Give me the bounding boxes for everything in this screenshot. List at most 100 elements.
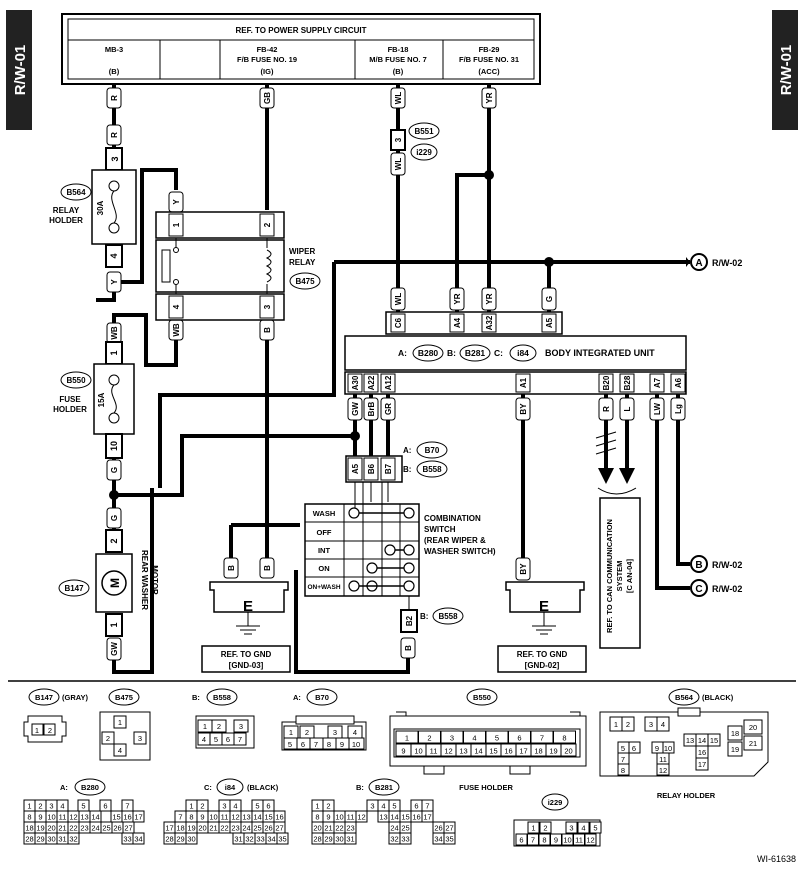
svg-text:A6: A6	[674, 377, 683, 388]
svg-text:E: E	[243, 598, 253, 615]
pin-number: 11	[430, 747, 438, 756]
svg-text:9: 9	[340, 740, 344, 749]
offpage-a: A R/W-02	[686, 253, 742, 271]
svg-text:B564: B564	[66, 188, 86, 197]
pin-number: 4	[381, 802, 385, 811]
pin-number: 1	[531, 824, 535, 833]
svg-text:B281: B281	[465, 348, 486, 358]
svg-text:7: 7	[621, 755, 625, 764]
svg-text:B550: B550	[473, 693, 491, 702]
pin-number: 1	[315, 802, 319, 811]
pin-number: 26	[434, 824, 442, 833]
svg-text:(REAR WIPER &: (REAR WIPER &	[424, 536, 486, 545]
joint-connector: 3 B551 i229	[390, 122, 440, 161]
pin-number: 6	[103, 802, 107, 811]
pin-number: 31	[58, 835, 66, 844]
svg-text:10: 10	[664, 744, 672, 753]
pin-number: 33	[123, 835, 131, 844]
connector-b564: B564 (BLACK) 1 2 3 4 5 6 7 8 9 10 11 12 …	[599, 688, 769, 800]
pin-number: 2	[38, 802, 42, 811]
pin-number: 12	[231, 813, 239, 822]
svg-text:FB-42: FB-42	[257, 45, 278, 54]
pin-number: 7	[178, 813, 182, 822]
pin-number: 11	[575, 836, 583, 845]
pin-number: 3	[569, 824, 573, 833]
svg-text:M: M	[108, 578, 122, 588]
svg-text:B551: B551	[414, 127, 434, 136]
svg-text:B147: B147	[35, 693, 53, 702]
pin-number: 22	[335, 824, 343, 833]
svg-text:R/W-01: R/W-01	[12, 45, 29, 96]
svg-text:M/B FUSE NO. 7: M/B FUSE NO. 7	[369, 55, 427, 64]
relay-holder: 3 30A 4 B564 RELAY HOLDER	[49, 147, 137, 268]
pin-number: 20	[313, 824, 321, 833]
ground-gnd02: E REF. TO GND [GND-02]	[497, 581, 587, 673]
svg-text:1: 1	[289, 728, 293, 737]
pin-cell	[344, 832, 357, 845]
svg-text:L: L	[623, 406, 632, 411]
svg-text:7: 7	[238, 735, 242, 744]
svg-text:RELAY HOLDER: RELAY HOLDER	[657, 791, 716, 800]
svg-text:3: 3	[138, 734, 142, 743]
pin-number: 12	[586, 836, 594, 845]
pin-cell	[276, 832, 289, 845]
svg-text:A30: A30	[351, 375, 360, 390]
pin-number: 26	[264, 824, 272, 833]
svg-text:4: 4	[109, 253, 119, 258]
svg-text:R/W-02: R/W-02	[712, 584, 742, 594]
pin-number: 22	[220, 824, 228, 833]
svg-text:RELAY: RELAY	[53, 206, 80, 215]
svg-text:MOTOR: MOTOR	[150, 565, 159, 595]
pin-number: 5	[593, 824, 597, 833]
svg-text:OFF: OFF	[317, 528, 332, 537]
svg-text:HOLDER: HOLDER	[53, 405, 87, 414]
svg-text:A1: A1	[519, 377, 528, 388]
svg-text:REF. TO CAN COMMUNICATION: REF. TO CAN COMMUNICATION	[605, 519, 614, 633]
pin-number: 3	[450, 734, 454, 743]
pin-number: 35	[445, 835, 453, 844]
svg-text:B: B	[227, 565, 236, 571]
svg-text:A7: A7	[653, 377, 662, 388]
pin-cell	[584, 833, 597, 846]
svg-text:FB-18: FB-18	[388, 45, 409, 54]
pin-number: 7	[125, 802, 129, 811]
svg-text:1: 1	[109, 622, 119, 627]
svg-text:i84: i84	[225, 783, 236, 792]
pin-number: 30	[335, 835, 343, 844]
svg-text:(B): (B)	[109, 67, 120, 76]
svg-text:COMBINATION: COMBINATION	[424, 514, 481, 523]
svg-text:B2: B2	[405, 615, 414, 626]
svg-text:HOLDER: HOLDER	[49, 216, 83, 225]
pin-number: 6	[414, 802, 418, 811]
svg-text:7: 7	[314, 740, 318, 749]
pin-number: 10	[209, 813, 217, 822]
svg-text:B550: B550	[66, 376, 86, 385]
pin-number: 11	[59, 813, 67, 822]
pin-cell	[99, 799, 112, 812]
svg-text:A12: A12	[384, 375, 393, 390]
pin-number: 2	[427, 734, 431, 743]
pin-cell	[185, 832, 198, 845]
pin-number: 34	[267, 835, 275, 844]
connector-b558: B: B558 1 2 3 4 5 6 7	[192, 688, 255, 749]
pin-number: 28	[313, 835, 321, 844]
svg-text:9: 9	[655, 744, 659, 753]
pin-number: 21	[324, 824, 332, 833]
svg-text:3: 3	[649, 720, 653, 729]
svg-text:SWITCH: SWITCH	[424, 525, 456, 534]
svg-text:GW: GW	[110, 642, 119, 656]
svg-text:A5: A5	[545, 317, 554, 328]
svg-text:C6: C6	[394, 317, 403, 328]
svg-text:B564: B564	[675, 693, 694, 702]
svg-text:Lg: Lg	[674, 404, 683, 414]
pin-number: 13	[459, 747, 467, 756]
pin-number: 4	[581, 824, 585, 833]
pin-number: 17	[134, 813, 142, 822]
svg-text:C: C	[695, 584, 702, 595]
svg-text:4: 4	[202, 735, 206, 744]
pin-number: 10	[335, 813, 343, 822]
svg-text:(GRAY): (GRAY)	[62, 693, 88, 702]
can-arrows: REF. TO CAN COMMUNICATION SYSTEM [C AN-0…	[595, 430, 641, 649]
